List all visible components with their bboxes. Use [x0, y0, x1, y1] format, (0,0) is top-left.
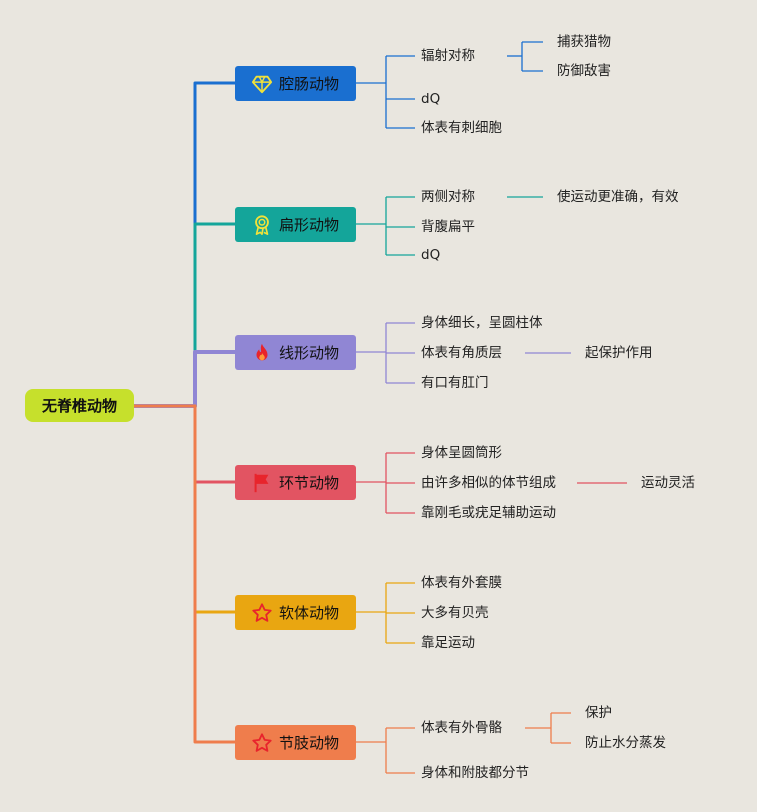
flag-icon — [251, 472, 273, 494]
sub-item[interactable]: 防御敌害 — [557, 63, 611, 79]
leaf-item[interactable]: 体表有刺细胞 — [421, 120, 502, 136]
branch-node[interactable]: 线形动物 — [235, 335, 356, 370]
sub-item[interactable]: 保护 — [585, 705, 612, 721]
branch-node[interactable]: 软体动物 — [235, 595, 356, 630]
leaf-item[interactable]: 身体呈圆筒形 — [421, 445, 502, 461]
leaf-item[interactable]: 辐射对称 — [421, 48, 475, 64]
leaf-item[interactable]: 大多有贝壳 — [421, 605, 489, 621]
diamond-icon — [251, 73, 273, 95]
leaf-item[interactable]: 身体细长，呈圆柱体 — [421, 315, 543, 331]
sub-item[interactable]: 捕获猎物 — [557, 34, 611, 50]
leaf-item[interactable]: dQ — [421, 247, 441, 263]
branch-node[interactable]: 扁形动物 — [235, 207, 356, 242]
leaf-item[interactable]: 两侧对称 — [421, 189, 475, 205]
branch-node[interactable]: 节肢动物 — [235, 725, 356, 760]
leaf-item[interactable]: 靠足运动 — [421, 635, 475, 651]
branch-connector — [134, 404, 235, 484]
award-ribbon-icon — [251, 214, 273, 236]
branch-connector — [134, 404, 235, 744]
branch-label: 软体动物 — [279, 604, 340, 622]
leaf-item[interactable]: 体表有外套膜 — [421, 575, 502, 591]
branch-connector — [134, 222, 235, 408]
branch-connector — [134, 81, 235, 408]
sub-item[interactable]: 运动灵活 — [641, 475, 695, 491]
leaf-item[interactable]: dQ — [421, 91, 441, 107]
branch-label: 环节动物 — [279, 474, 340, 492]
leaf-item[interactable]: 体表有外骨骼 — [421, 720, 502, 736]
leaf-item[interactable]: 体表有角质层 — [421, 345, 502, 361]
branch-connector — [134, 404, 235, 614]
leaf-item[interactable]: 背腹扁平 — [421, 219, 475, 235]
branch-label: 扁形动物 — [279, 216, 340, 234]
leaf-item[interactable]: 靠刚毛或疣足辅助运动 — [421, 505, 556, 521]
star-icon — [251, 732, 273, 754]
flame-icon — [251, 342, 273, 364]
branch-node[interactable]: 环节动物 — [235, 465, 356, 500]
star-icon — [251, 602, 273, 624]
branch-connector — [134, 350, 235, 408]
branch-node[interactable]: 腔肠动物 — [235, 66, 356, 101]
leaf-item[interactable]: 由许多相似的体节组成 — [421, 475, 556, 491]
leaf-item[interactable]: 有口有肛门 — [421, 375, 489, 391]
root-label: 无脊椎动物 — [41, 397, 117, 415]
sub-item[interactable]: 使运动更准确，有效 — [557, 189, 679, 205]
root-node[interactable]: 无脊椎动物 — [25, 389, 134, 422]
branch-label: 线形动物 — [279, 344, 340, 362]
branch-label: 腔肠动物 — [279, 75, 340, 93]
sub-item[interactable]: 防止水分蒸发 — [585, 735, 666, 751]
sub-item[interactable]: 起保护作用 — [585, 345, 653, 361]
leaf-item[interactable]: 身体和附肢都分节 — [421, 765, 529, 781]
branch-label: 节肢动物 — [279, 734, 340, 752]
